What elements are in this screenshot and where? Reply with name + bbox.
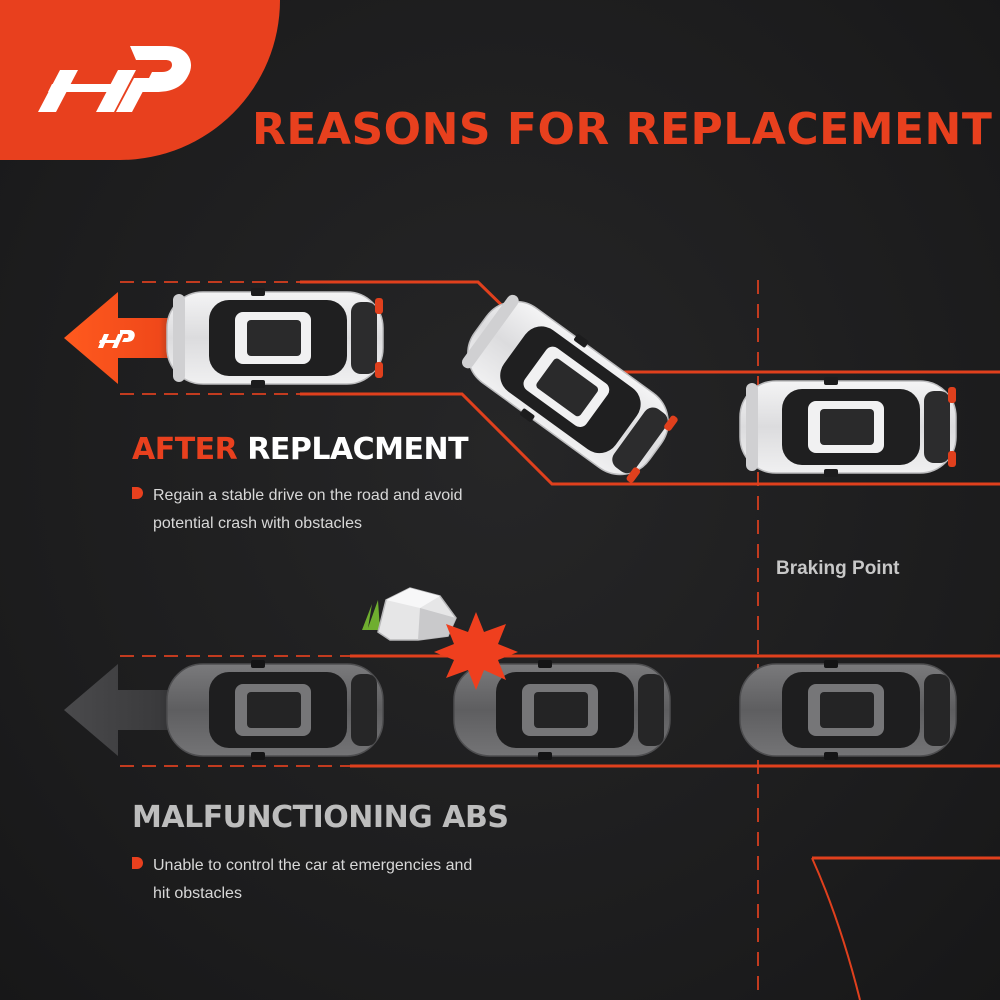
car-abs-3 (739, 659, 957, 761)
brand-corner (0, 0, 280, 160)
after-bullet-text: Regain a stable drive on the road and av… (153, 487, 463, 532)
bullet-icon (132, 857, 143, 869)
car-after-2 (450, 283, 686, 493)
abs-arrow-left-icon (64, 664, 200, 756)
top-road-line-lower (300, 392, 1000, 486)
page-title: REASONS FOR REPLACEMENT (252, 104, 993, 155)
rock-icon (362, 587, 457, 641)
braking-point-label: Braking Point (776, 558, 900, 579)
after-arrow-left-icon (64, 292, 200, 384)
after-replacement-title: AFTER REPLACMENT (132, 432, 469, 467)
car-after-1 (166, 287, 384, 389)
after-title-accent: AFTER (132, 432, 238, 467)
after-title-rest: REPLACMENT (247, 432, 469, 467)
car-abs-1 (166, 659, 384, 761)
corner-accent-curve (811, 857, 861, 1000)
brand-logo-icon (38, 46, 192, 112)
malfunctioning-abs-title: MALFUNCTIONING ABS (132, 800, 509, 835)
abs-bullet: Unable to control the car at emergencies… (132, 852, 483, 908)
top-road-line-upper (300, 280, 1000, 374)
car-abs-2 (453, 659, 671, 761)
crash-burst-icon (434, 612, 518, 690)
car-after-3 (739, 376, 957, 478)
abs-bullet-text: Unable to control the car at emergencies… (153, 857, 473, 902)
after-bullet: Regain a stable drive on the road and av… (132, 482, 483, 538)
bullet-icon (132, 487, 143, 499)
